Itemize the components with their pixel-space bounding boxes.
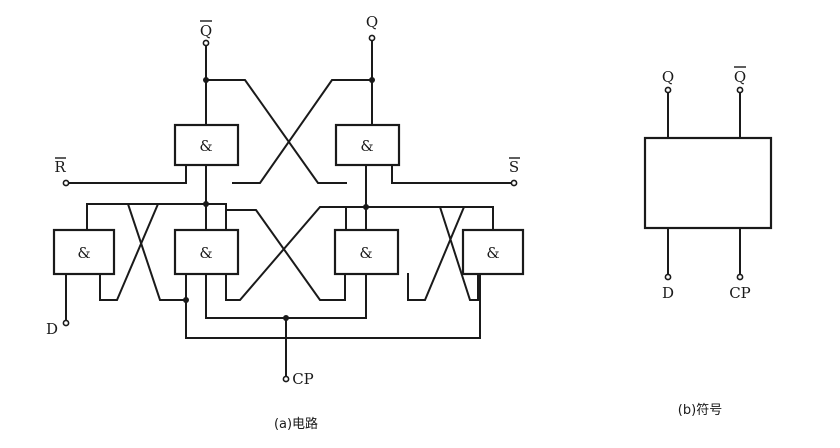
terminal-sbar xyxy=(510,179,518,187)
circuit-wires xyxy=(65,37,513,377)
terminal-qbar xyxy=(202,39,210,47)
gate-symbol: & xyxy=(199,137,212,155)
gate-symbol: & xyxy=(486,244,499,262)
terminal-sym-cp xyxy=(736,273,744,281)
junction-dot xyxy=(369,77,375,83)
nand-gate-top-left: & xyxy=(173,123,240,167)
nand-gate-bottom-4: & xyxy=(461,228,525,276)
label-d: D xyxy=(46,320,58,338)
caption-symbol: (b)符号 xyxy=(678,402,722,418)
label-cp: CP xyxy=(292,370,314,388)
wire-cross-center-a xyxy=(225,206,346,301)
symbol-box xyxy=(643,136,773,230)
gate-symbol: & xyxy=(199,244,212,262)
wire-rbar xyxy=(66,163,187,184)
sym-label-q-bar: Q xyxy=(734,68,746,86)
terminal-q xyxy=(368,34,376,42)
junction-dot xyxy=(203,201,209,207)
junction-dot xyxy=(183,297,189,303)
wire-cross-q xyxy=(232,79,373,184)
wire-clock-outer xyxy=(185,273,481,339)
label-q-bar: Q xyxy=(200,22,212,40)
terminal-rbar xyxy=(62,179,70,187)
terminal-sym-qbar xyxy=(736,86,744,94)
nand-gate-top-right: & xyxy=(334,123,401,167)
gate-symbol: & xyxy=(77,244,90,262)
wire-bus-left xyxy=(86,203,227,231)
nand-gate-bottom-2: & xyxy=(173,228,240,276)
wire-bus-right xyxy=(345,206,494,231)
label-r-bar: R xyxy=(54,158,66,176)
label-q: Q xyxy=(366,13,378,31)
terminal-cp xyxy=(282,375,290,383)
label-s-bar: S xyxy=(509,158,519,176)
nand-gate-bottom-3: & xyxy=(333,228,400,276)
junction-dot xyxy=(283,315,289,321)
junction-dot xyxy=(363,204,369,210)
sym-label-cp: CP xyxy=(729,284,751,302)
nand-gate-bottom-1: & xyxy=(52,228,116,276)
wire-cross-right-b xyxy=(419,206,479,301)
wire-cross-qbar xyxy=(205,79,347,184)
wire-clock-inner xyxy=(205,273,367,319)
terminal-d xyxy=(62,319,70,327)
gate-symbol: & xyxy=(359,244,372,262)
wire-cross-right-a xyxy=(407,206,479,301)
flipflop-symbol: Q Q D CP xyxy=(643,66,773,302)
caption-circuit: (a)电路 xyxy=(274,416,318,432)
sym-label-q: Q xyxy=(662,68,674,86)
sym-label-d: D xyxy=(662,284,674,302)
wire-cross-left-b xyxy=(99,203,174,301)
terminal-sym-d xyxy=(664,273,672,281)
terminal-sym-q xyxy=(664,86,672,94)
wire-sbar xyxy=(391,163,513,184)
junction-dot xyxy=(203,77,209,83)
circuit-junctions xyxy=(183,77,375,321)
wire-cross-center-b xyxy=(225,209,346,301)
wire-cross-left-a xyxy=(109,203,187,301)
gate-symbol: & xyxy=(360,137,373,155)
